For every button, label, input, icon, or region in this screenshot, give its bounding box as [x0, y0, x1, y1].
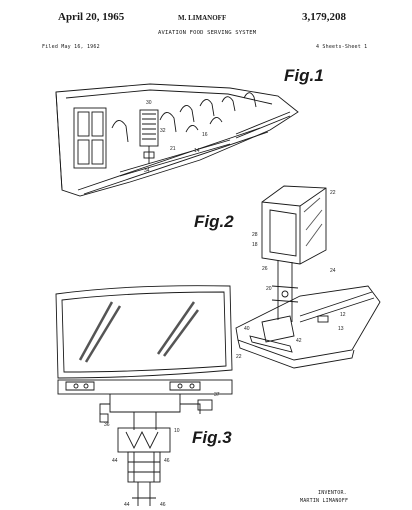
fig1-cabin-drawing [55, 83, 299, 197]
inventor-name: MARTIN LIMANOFF [300, 498, 349, 504]
ref-numeral: 22 [330, 190, 336, 196]
ref-numeral: 32 [160, 128, 166, 134]
ref-numeral: 18 [252, 242, 258, 248]
patent-date: April 20, 1965 [58, 11, 125, 23]
patent-title: AVIATION FOOD SERVING SYSTEM [158, 30, 257, 36]
ref-numeral: 10 [174, 428, 180, 434]
ref-numeral: 42 [296, 338, 302, 344]
ref-numeral: 34 [144, 168, 150, 174]
ref-numeral: 36 [104, 422, 110, 428]
ref-numeral: 28 [252, 232, 258, 238]
ref-numeral: 21 [170, 146, 176, 152]
fig1-label: Fig.1 [284, 66, 324, 85]
ref-numeral: 40 [244, 326, 250, 332]
ref-numeral: 24 [330, 268, 336, 274]
fig3-glass-shading [78, 301, 200, 363]
ref-numeral: 44 [112, 458, 118, 464]
sheet-count: 4 Sheets-Sheet 1 [316, 44, 368, 50]
fig3-label: Fig.3 [192, 428, 232, 447]
ref-numeral: 46 [160, 502, 166, 508]
ref-numeral: 14 [194, 148, 200, 154]
ref-numeral: 26 [262, 266, 268, 272]
patent-number: 3,179,208 [302, 11, 346, 23]
fig2-cabinet-drawing [235, 185, 381, 369]
ref-numeral: 46 [164, 458, 170, 464]
ref-numeral: 37 [214, 392, 220, 398]
ref-numeral: 13 [338, 326, 344, 332]
ref-numeral: 20 [266, 286, 272, 292]
ref-numeral: 12 [340, 312, 346, 318]
ref-numeral: 44 [124, 502, 130, 508]
fig3-cabinet-drawing [55, 285, 233, 506]
ref-numeral: 30 [146, 100, 152, 106]
ref-numeral: 16 [202, 132, 208, 138]
filed-date: Filed May 16, 1962 [42, 44, 100, 50]
fig2-label: Fig.2 [194, 212, 234, 231]
inventor-surname: M. LIMANOFF [178, 14, 227, 22]
inventor-label: INVENTOR. [318, 490, 347, 496]
ref-numeral: 22 [236, 354, 242, 360]
